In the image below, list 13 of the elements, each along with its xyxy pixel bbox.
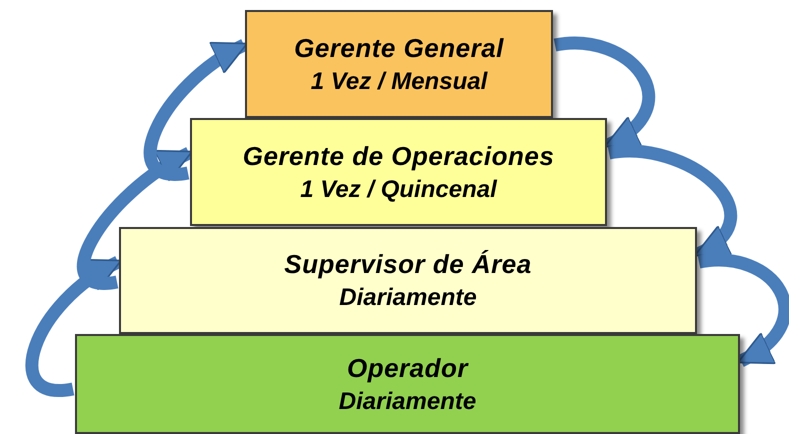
frequency-text: Diariamente <box>339 284 477 312</box>
tier-title: Operador <box>346 352 468 384</box>
frequency-text: 1 Vez / Mensual <box>310 68 488 96</box>
frequency-text: 1 Vez / Quincenal <box>300 176 497 204</box>
curved-arrow <box>698 254 789 367</box>
tier-box <box>245 10 553 118</box>
tier-box <box>190 118 607 226</box>
tier-box <box>119 227 697 334</box>
tier-title: Gerente General <box>294 32 504 64</box>
tier-title: Gerente de Operaciones <box>242 140 554 172</box>
tier-title: Supervisor de Área <box>284 249 532 280</box>
tier-box <box>75 334 740 434</box>
frequency-text: Diariamente <box>338 388 476 416</box>
